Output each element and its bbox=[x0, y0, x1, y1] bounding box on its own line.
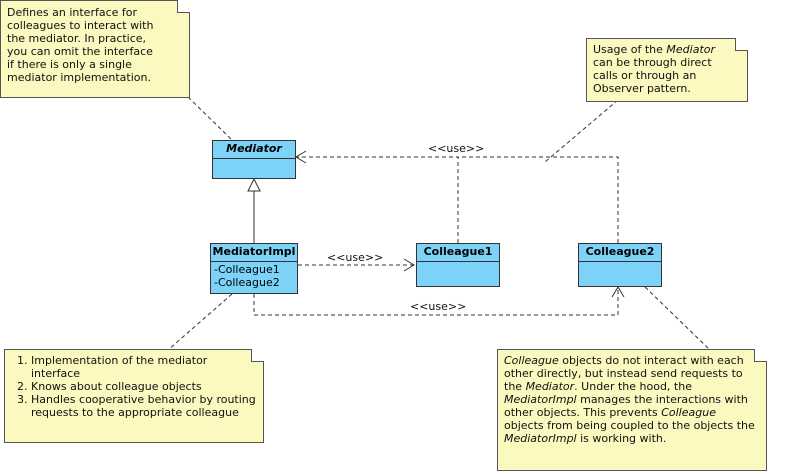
note-fold bbox=[735, 38, 748, 51]
interface-note-line: you can omit the interface bbox=[7, 45, 153, 58]
colleague-note: Colleague objects do not interact with e… bbox=[497, 349, 767, 471]
impl-note-list: Implementation of the mediator interface… bbox=[11, 354, 257, 419]
class-colleague1-name: Colleague1 bbox=[417, 244, 499, 262]
interface-note-line: the mediator. In practice, bbox=[7, 32, 147, 45]
usage-note-line: Observer pattern. bbox=[593, 82, 691, 95]
usage-note-line: calls or through an bbox=[593, 69, 697, 82]
interface-note-line: if there is only a single bbox=[7, 58, 132, 71]
impl-note: Implementation of the mediator interface… bbox=[4, 349, 264, 443]
class-mediator-impl: MediatorImpl -Colleague1 -Colleague2 bbox=[210, 243, 298, 294]
class-colleague1: Colleague1 bbox=[416, 243, 500, 287]
colleague-note-line: MediatorImpl manages the interactions wi… bbox=[504, 393, 748, 406]
anchor-colleague-note bbox=[644, 286, 711, 351]
usage-note-line: can be through direct bbox=[593, 56, 712, 69]
use-label-top: <<use>> bbox=[428, 142, 485, 155]
use-dependency-top bbox=[296, 156, 459, 243]
interface-note-line: mediator implementation. bbox=[7, 71, 151, 84]
anchor-impl-note bbox=[167, 293, 233, 351]
use-arrowhead-mid bbox=[403, 258, 415, 272]
class-mediator: Mediator bbox=[212, 140, 296, 179]
anchor-interface-note bbox=[187, 96, 233, 141]
anchor-usage-note bbox=[544, 99, 619, 163]
impl-note-item: Handles cooperative behavior by routing … bbox=[31, 393, 257, 419]
class-mediator-impl-attributes: -Colleague1 -Colleague2 bbox=[211, 262, 297, 290]
colleague-note-line: other directly, but instead send request… bbox=[504, 367, 743, 380]
interface-note-line: colleagues to interact with bbox=[7, 19, 154, 32]
note-fold bbox=[251, 349, 264, 362]
usage-note-line: Usage of the Mediator bbox=[593, 43, 716, 56]
usage-note: Usage of the Mediator can be through dir… bbox=[586, 38, 748, 102]
use-arrowhead-bottom bbox=[611, 286, 625, 298]
class-colleague2-name: Colleague2 bbox=[579, 244, 661, 262]
inheritance-arrowhead bbox=[247, 177, 261, 192]
note-fold bbox=[177, 0, 190, 13]
use-arrowhead-top bbox=[295, 150, 307, 164]
impl-note-item: Knows about colleague objects bbox=[31, 380, 257, 393]
colleague-note-line: Colleague objects do not interact with e… bbox=[504, 354, 744, 367]
class-mediator-impl-name: MediatorImpl bbox=[211, 244, 297, 262]
use-dependency-top-c2 bbox=[458, 156, 619, 243]
class-mediator-name: Mediator bbox=[213, 141, 295, 159]
colleague-note-line: objects from being coupled to the object… bbox=[504, 419, 755, 432]
colleague-note-line: MediatorImpl is working with. bbox=[504, 432, 667, 445]
attribute: -Colleague2 bbox=[214, 276, 280, 289]
use-dependency-bottom bbox=[253, 287, 619, 316]
colleague-note-line: other objects. This prevents Colleague bbox=[504, 406, 716, 419]
use-label-bottom: <<use>> bbox=[410, 300, 467, 313]
attribute: -Colleague1 bbox=[214, 263, 280, 276]
interface-note-line: Defines an interface for bbox=[7, 6, 138, 19]
note-fold bbox=[754, 349, 767, 362]
interface-note: Defines an interface for colleagues to i… bbox=[0, 0, 190, 98]
use-label-mid: <<use>> bbox=[327, 251, 384, 264]
class-colleague2: Colleague2 bbox=[578, 243, 662, 287]
impl-note-item: Implementation of the mediator interface bbox=[31, 354, 257, 380]
colleague-note-line: the Mediator. Under the hood, the bbox=[504, 380, 692, 393]
